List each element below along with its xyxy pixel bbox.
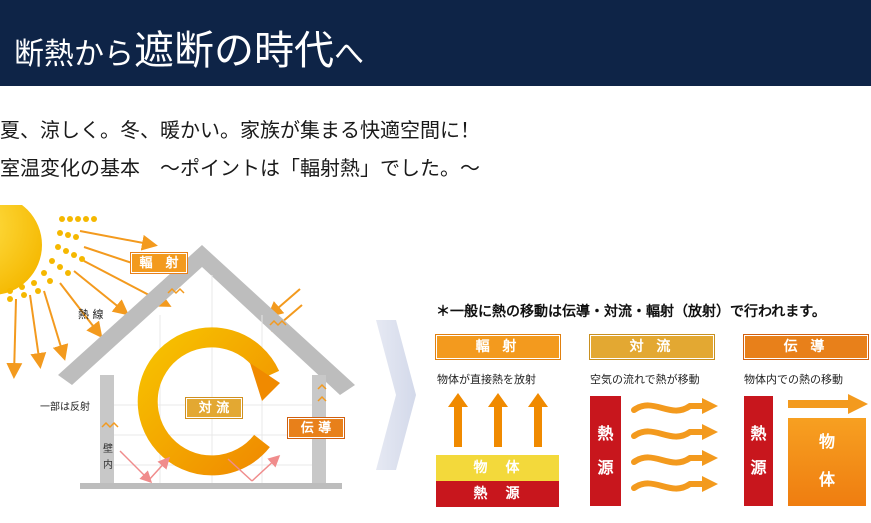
conduction-object-char-2: 体 <box>818 470 835 489</box>
radiation-arrows <box>448 393 548 447</box>
house-convection-tag: 対 流 <box>186 398 242 418</box>
banner-title-part-1: 断熱から <box>14 37 134 72</box>
explain-heading: ＊一般に熱の移動は伝導・対流・輻射（放射）で行われます。 <box>436 304 826 320</box>
intro-line-1: 夏、涼しく。冬、暖かい。家族が集まる快適空間に！ <box>0 118 480 142</box>
sun-dots <box>7 216 97 302</box>
conduction-source-char-2: 源 <box>750 458 767 477</box>
radiation-object-box: 物 体 <box>436 455 559 481</box>
conduction-object-char-1: 物 <box>818 432 835 451</box>
house-illustration <box>0 205 355 489</box>
banner-title-emphasis: 遮断の時代 <box>134 28 334 74</box>
conduction-object-box: 物 体 <box>788 418 866 506</box>
wall-label-1: 壁 <box>103 444 113 455</box>
intro-line-2: 室温変化の基本 ～ポイントは「輻射熱」でした。～ <box>0 156 480 180</box>
convection-source-char-1: 熱 <box>597 424 614 443</box>
convection-desc: 空気の流れで熱が移動 <box>590 373 700 386</box>
conduction-source-char-1: 熱 <box>750 424 767 443</box>
reflection-arrows <box>119 450 281 484</box>
convection-arrowhead <box>250 363 280 401</box>
sun-icon <box>0 205 42 295</box>
radiation-desc: 物体が直接熱を放射 <box>437 373 536 386</box>
banner-title-part-2: へ <box>334 37 364 72</box>
convection-source-char-2: 源 <box>597 458 614 477</box>
convection-source-box: 熱 源 <box>590 396 621 506</box>
conduction-source-box: 熱 源 <box>744 396 773 506</box>
wall-label-2: 内 <box>103 460 113 471</box>
conduction-header: 伝 導 <box>744 335 868 359</box>
heat-rays-label: 熱 線 <box>78 308 104 321</box>
convection-ring <box>137 327 280 476</box>
sun-rays <box>6 230 303 379</box>
partial-reflection-label: 一部は反射 <box>40 402 90 413</box>
conduction-desc: 物体内での熱の移動 <box>744 373 843 386</box>
house-conduction-tag: 伝 導 <box>288 418 344 438</box>
radiation-source-box: 熱 源 <box>436 481 559 507</box>
heat-squiggles <box>101 287 327 429</box>
transition-chevron-icon <box>376 320 416 470</box>
conduction-arrow-icon <box>788 394 868 414</box>
house-radiation-tag: 輻 射 <box>131 253 187 273</box>
convection-header: 対 流 <box>590 335 714 359</box>
convection-wave-arrows <box>631 398 718 492</box>
radiation-header: 輻 射 <box>436 335 560 359</box>
title-banner: 断熱から遮断の時代へ <box>0 0 871 86</box>
banner-title: 断熱から遮断の時代へ <box>14 18 364 76</box>
